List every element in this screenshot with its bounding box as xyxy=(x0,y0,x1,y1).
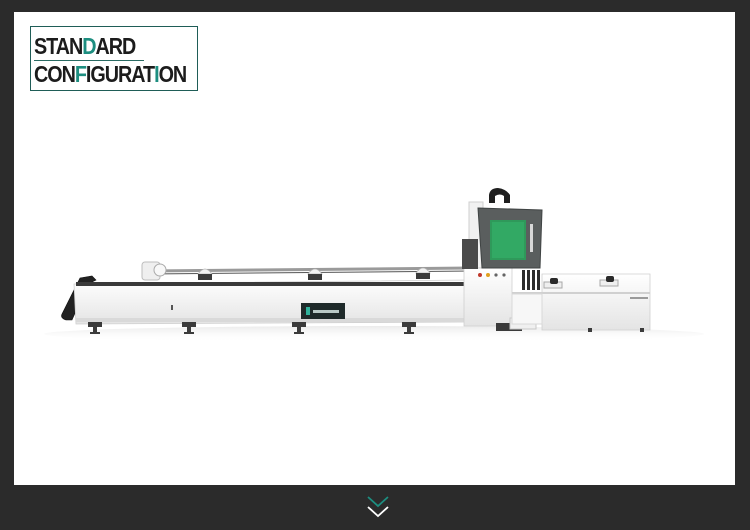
laser-tube-cutting-machine-image xyxy=(44,188,704,342)
standard-configuration-badge: STANDARD CONFIGURATION xyxy=(30,26,198,91)
product-panel: STANDARD CONFIGURATION xyxy=(14,12,735,485)
badge-line-2: CONFIGURATION xyxy=(34,61,187,87)
badge-line-1: STANDARD xyxy=(34,33,136,59)
badge-divider xyxy=(34,60,144,61)
double-chevron-down-icon[interactable] xyxy=(365,494,391,522)
